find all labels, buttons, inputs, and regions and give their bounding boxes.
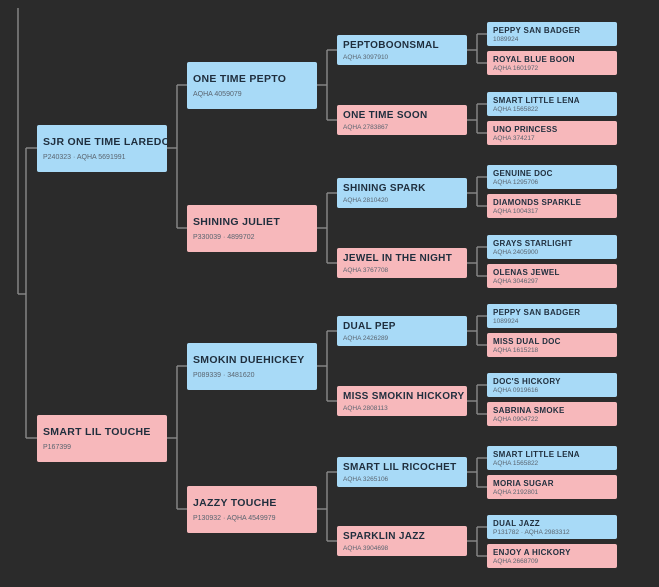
horse-registration: AQHA 1565822 [493, 459, 539, 467]
horse-registration: AQHA 0904722 [493, 415, 539, 423]
horse-name: SMART LIL RICOCHET [343, 461, 457, 473]
horse-card-dam-sire-dam[interactable]: MISS SMOKIN HICKORY AQHA 2808113 [337, 386, 467, 416]
horse-name: MISS DUAL DOC [493, 336, 561, 346]
horse-registration: AQHA 2405900 [493, 248, 539, 256]
horse-registration: P240323 · AQHA 5691991 [43, 154, 126, 161]
horse-name: SHINING SPARK [343, 182, 426, 194]
horse-card-g4[interactable]: SMART LITTLE LENA AQHA 1565822 [487, 92, 617, 116]
horse-name: OLENAS JEWEL [493, 267, 560, 277]
horse-card-g4[interactable]: SABRINA SMOKE AQHA 0904722 [487, 402, 617, 426]
horse-registration: AQHA 1615218 [493, 346, 539, 354]
horse-name: JEWEL IN THE NIGHT [343, 252, 453, 264]
horse-name: DUAL JAZZ [493, 518, 540, 528]
horse-name: DUAL PEP [343, 320, 396, 332]
horse-card-sire-sire-dam[interactable]: ONE TIME SOON AQHA 2783867 [337, 105, 467, 135]
horse-registration: AQHA 3046297 [493, 277, 539, 285]
horse-card-g4[interactable]: PEPPY SAN BADGER 1089924 [487, 304, 617, 328]
horse-registration: AQHA 2810420 [343, 196, 389, 204]
horse-card-g4[interactable]: OLENAS JEWEL AQHA 3046297 [487, 264, 617, 288]
horse-card-g4[interactable]: MORIA SUGAR AQHA 2192801 [487, 475, 617, 499]
horse-card-dam-dam-dam[interactable]: SPARKLIN JAZZ AQHA 3904698 [337, 526, 467, 556]
horse-name: PEPPY SAN BADGER [493, 25, 581, 35]
horse-registration: AQHA 2808113 [343, 404, 388, 412]
horse-registration: AQHA 2783867 [343, 123, 389, 131]
horse-name: GRAYS STARLIGHT [493, 238, 573, 248]
horse-registration: AQHA 1295706 [493, 178, 539, 186]
horse-card-dam[interactable]: SMART LIL TOUCHE P167399 [37, 415, 167, 462]
horse-name: SMOKIN DUEHICKEY [193, 354, 305, 366]
horse-name: DOC'S HICKORY [493, 376, 561, 386]
horse-name: SMART LITTLE LENA [493, 95, 580, 105]
horse-name: ONE TIME SOON [343, 109, 428, 121]
horse-registration: P167399 [43, 444, 72, 451]
horse-registration: AQHA 3265106 [343, 475, 389, 483]
horse-registration: P131782 · AQHA 2983312 [493, 528, 570, 536]
horse-name: SMART LIL TOUCHE [43, 426, 151, 438]
horse-registration: AQHA 2426289 [343, 334, 389, 342]
horse-card-dam-dam-sire[interactable]: SMART LIL RICOCHET AQHA 3265106 [337, 457, 467, 487]
horse-card-sire-dam-dam[interactable]: JEWEL IN THE NIGHT AQHA 3767708 [337, 248, 467, 278]
horse-card-sire-sire-sire[interactable]: PEPTOBOONSMAL AQHA 3097910 [337, 35, 467, 65]
horse-card-g4[interactable]: SMART LITTLE LENA AQHA 1565822 [487, 446, 617, 470]
horse-card-dam-sire-sire[interactable]: DUAL PEP AQHA 2426289 [337, 316, 467, 346]
horse-name: JAZZY TOUCHE [193, 497, 277, 509]
horse-card-g4[interactable]: ENJOY A HICKORY AQHA 2668709 [487, 544, 617, 568]
horse-registration: 1089924 [493, 35, 519, 43]
horse-name: UNO PRINCESS [493, 124, 558, 134]
horse-card-g4[interactable]: ROYAL BLUE BOON AQHA 1601972 [487, 51, 617, 75]
horse-card-sire-dam[interactable]: SHINING JULIET P330039 · 4899702 [187, 205, 317, 252]
horse-registration: AQHA 4059079 [193, 91, 242, 98]
horse-name: DIAMONDS SPARKLE [493, 197, 582, 207]
horse-registration: 1089924 [493, 317, 519, 325]
horse-name: SABRINA SMOKE [493, 405, 565, 415]
horse-card-sire-sire[interactable]: ONE TIME PEPTO AQHA 4059079 [187, 62, 317, 109]
horse-name: PEPTOBOONSMAL [343, 39, 439, 51]
horse-name: ONE TIME PEPTO [193, 73, 287, 85]
horse-registration: AQHA 2668709 [493, 557, 539, 565]
horse-card-g4[interactable]: UNO PRINCESS AQHA 374217 [487, 121, 617, 145]
horse-card-g4[interactable]: DOC'S HICKORY AQHA 0919616 [487, 373, 617, 397]
horse-registration: P089339 · 3481620 [193, 372, 255, 379]
horse-card-dam-dam[interactable]: JAZZY TOUCHE P130932 · AQHA 4549979 [187, 486, 317, 533]
horse-name: ENJOY A HICKORY [493, 547, 571, 557]
horse-card-g4[interactable]: GRAYS STARLIGHT AQHA 2405900 [487, 235, 617, 259]
horse-card-sire-dam-sire[interactable]: SHINING SPARK AQHA 2810420 [337, 178, 467, 208]
horse-registration: AQHA 1601972 [493, 64, 539, 72]
horse-name: SJR ONE TIME LAREDO [43, 136, 167, 148]
horse-name: MORIA SUGAR [493, 478, 554, 488]
horse-name: SHINING JULIET [193, 216, 281, 228]
horse-name: MISS SMOKIN HICKORY [343, 390, 465, 402]
horse-name: SPARKLIN JAZZ [343, 530, 426, 542]
horse-name: PEPPY SAN BADGER [493, 307, 581, 317]
horse-registration: AQHA 374217 [493, 134, 535, 142]
horse-registration: AQHA 3767708 [343, 266, 389, 274]
horse-card-dam-sire[interactable]: SMOKIN DUEHICKEY P089339 · 3481620 [187, 343, 317, 390]
horse-name: GENUINE DOC [493, 168, 553, 178]
horse-registration: AQHA 1565822 [493, 105, 539, 113]
horse-card-sire[interactable]: SJR ONE TIME LAREDO P240323 · AQHA 56919… [37, 125, 167, 172]
horse-name: SMART LITTLE LENA [493, 449, 580, 459]
horse-card-g4[interactable]: PEPPY SAN BADGER 1089924 [487, 22, 617, 46]
horse-name: ROYAL BLUE BOON [493, 54, 575, 64]
horse-card-g4[interactable]: GENUINE DOC AQHA 1295706 [487, 165, 617, 189]
horse-card-g4[interactable]: MISS DUAL DOC AQHA 1615218 [487, 333, 617, 357]
horse-registration: AQHA 0919616 [493, 386, 539, 394]
horse-card-g4[interactable]: DUAL JAZZ P131782 · AQHA 2983312 [487, 515, 617, 539]
horse-card-g4[interactable]: DIAMONDS SPARKLE AQHA 1004317 [487, 194, 617, 218]
horse-registration: AQHA 3904698 [343, 544, 389, 552]
horse-registration: AQHA 1004317 [493, 207, 539, 215]
horse-registration: P330039 · 4899702 [193, 234, 255, 241]
horse-registration: AQHA 3097910 [343, 53, 389, 61]
horse-registration: AQHA 2192801 [493, 488, 539, 496]
horse-registration: P130932 · AQHA 4549979 [193, 515, 276, 522]
